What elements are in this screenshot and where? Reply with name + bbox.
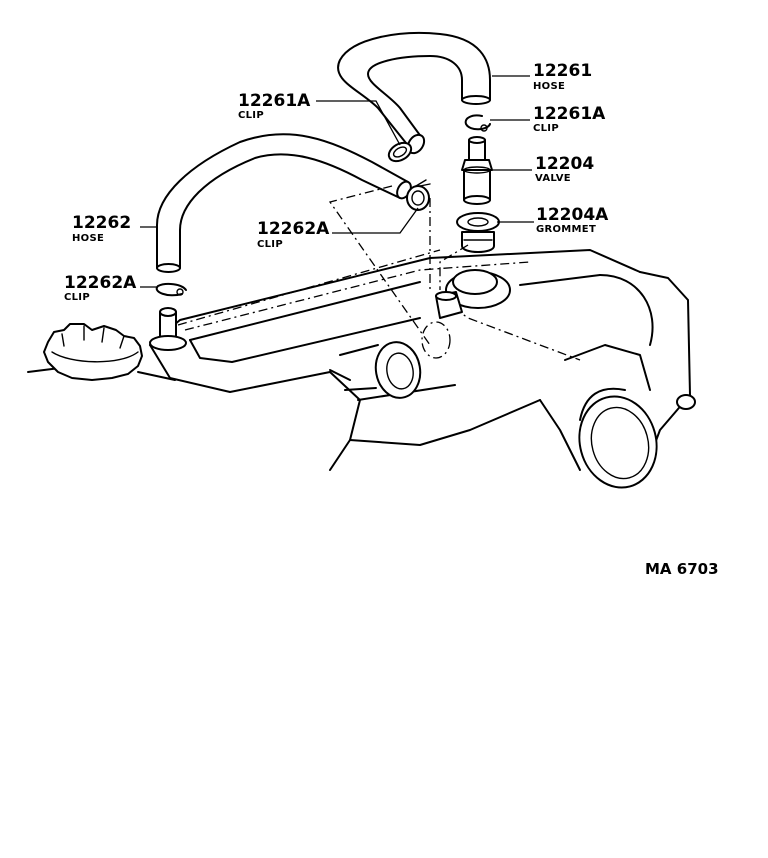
clip-12262a-mid <box>406 179 431 211</box>
label-hose-top-name: HOSE <box>533 81 565 92</box>
label-clip-top-right-name: CLIP <box>533 123 559 134</box>
label-hose-left-part-no: 12262 <box>72 213 131 233</box>
side-port <box>329 341 422 399</box>
label-clip-mid-name: CLIP <box>257 239 283 250</box>
label-clip-mid-part-no: 12262A <box>257 219 330 239</box>
grommet-12204a <box>456 212 500 253</box>
cover-nipple <box>149 307 187 351</box>
label-grommet-part-no: 12204A <box>536 205 609 225</box>
grommet-seat <box>445 269 511 309</box>
label-hose-top-part-no: 12261 <box>533 61 592 81</box>
label-grommet-name: GROMMET <box>536 224 596 235</box>
label-valve-part-no: 12204 <box>535 154 594 174</box>
label-clip-top-left-name: CLIP <box>238 110 264 121</box>
figure-code: MA 6703 <box>645 560 719 578</box>
clip-12261a-left <box>387 141 413 163</box>
hose-12261 <box>337 32 491 155</box>
oil-filler-cap <box>43 323 143 381</box>
label-clip-left-part-no: 12262A <box>64 273 137 293</box>
hose-12262 <box>156 133 412 273</box>
label-hose-left-name: HOSE <box>72 233 104 244</box>
pcv-valve-12204 <box>461 136 493 205</box>
label-valve-name: VALVE <box>535 173 571 184</box>
clip-12261a-right <box>464 114 491 132</box>
clip-12262a-left <box>155 282 187 297</box>
label-clip-top-left-part-no: 12261A <box>238 91 311 111</box>
intake-port <box>564 344 658 489</box>
assembly-lines <box>177 185 581 361</box>
cover-pipe <box>435 291 463 319</box>
leader-lines <box>140 75 534 288</box>
label-clip-left-name: CLIP <box>64 292 90 303</box>
label-clip-top-right-part-no: 12261A <box>533 104 606 124</box>
